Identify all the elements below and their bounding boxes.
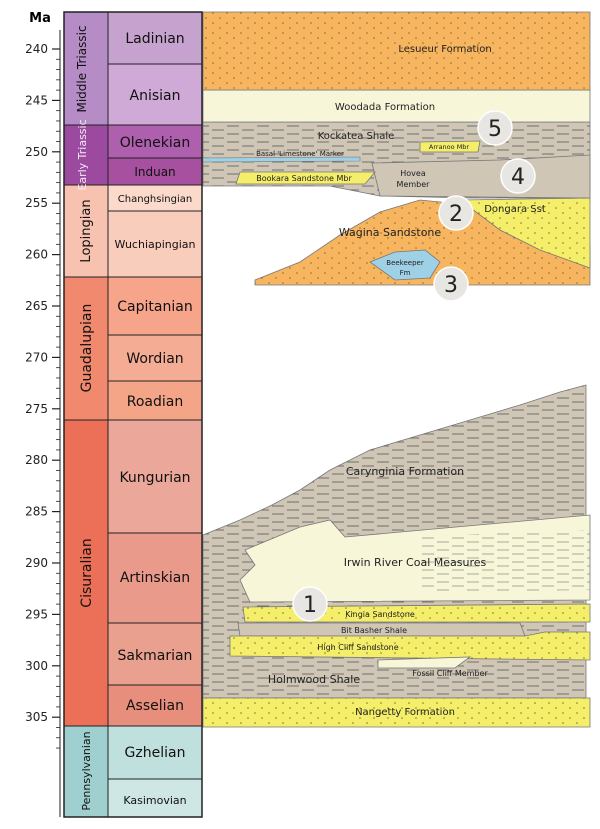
fossil-cliff-member [377, 656, 472, 669]
series-early-triassic [63, 124, 109, 186]
label-kockatea: Kockatea Shale [318, 131, 395, 142]
stage-wuchiapingian [107, 210, 203, 278]
stage-label-induan: Induan [134, 165, 175, 179]
axis-tick-label: 300 [25, 659, 48, 673]
arranoo-member [419, 140, 481, 153]
stage-label-changhsingian: Changhsingian [118, 194, 192, 205]
stage-label-gzhelian: Gzhelian [125, 745, 186, 761]
label-beekeeper-2: Fm [400, 269, 411, 277]
stage-roadian [107, 380, 203, 421]
stage-changhsingian [107, 184, 203, 212]
label-fossil-cliff: Fossil Cliff Member [412, 669, 488, 678]
stage-label-ladinian: Ladinian [125, 31, 184, 47]
series-label-middle-triassic: Middle Triassic [75, 25, 89, 112]
svg-text:5: 5 [488, 117, 502, 142]
label-beekeeper-1: Beekeeper [386, 259, 424, 267]
axis-tick-label: 270 [25, 350, 48, 364]
marker-2: 2 [438, 195, 474, 231]
axis-tick-label: 240 [25, 42, 48, 56]
hovea-member [371, 154, 591, 199]
axis-tick-label: 255 [25, 196, 48, 210]
formation-panel: Lesueur Formation Woodada Formation Kock… [202, 11, 591, 728]
axis-tick-label: 275 [25, 402, 48, 416]
label-nangetty: Nangetty Formation [355, 707, 455, 718]
stage-induan [107, 157, 203, 186]
stage-label-asselian: Asselian [126, 698, 184, 714]
svg-text:4: 4 [511, 165, 525, 190]
stage-label-sakmarian: Sakmarian [118, 648, 193, 664]
stage-label-wuchiapingian: Wuchiapingian [114, 238, 195, 251]
label-woodada: Woodada Formation [335, 102, 435, 113]
axis-label: Ma [29, 11, 51, 26]
stage-gzhelian [107, 725, 203, 780]
stage-label-kungurian: Kungurian [119, 470, 190, 486]
stage-label-kasimovian: Kasimovian [123, 794, 186, 807]
label-bookara: Bookara Sandstone Mbr [256, 174, 352, 183]
marker-1: 1 [292, 586, 328, 622]
marker-5: 5 [477, 110, 513, 146]
label-hovea-1: Hovea [400, 169, 426, 178]
axis-tick-label: 245 [25, 93, 48, 107]
label-high-cliff: High Cliff Sandstone [317, 643, 398, 652]
svg-text:1: 1 [303, 593, 317, 618]
stage-column: Ladinian Anisian Olenekian Induan Changh… [107, 11, 203, 818]
series-middle-triassic [63, 11, 109, 126]
axis-tick-label: 250 [25, 145, 48, 159]
series-column: Middle Triassic Early Triassic Lopingian… [63, 11, 109, 818]
irwin-texture [420, 530, 590, 592]
stage-asselian [107, 684, 203, 727]
stage-label-roadian: Roadian [127, 394, 183, 410]
series-label-cisuralian: Cisuralian [79, 538, 95, 607]
label-holmwood: Holmwood Shale [268, 673, 360, 686]
age-axis: Ma 240 245 250 255 260 265 270 275 280 285 290 295 30… [25, 11, 61, 817]
svg-text:2: 2 [449, 202, 463, 227]
label-wagina: Wagina Sandstone [339, 226, 442, 239]
bookara-sandstone-member [235, 171, 376, 185]
label-basal-marker: Basal 'Limestone' Marker [256, 150, 344, 158]
axis-tick-label: 295 [25, 607, 48, 621]
series-label-guadalupian: Guadalupian [79, 304, 95, 393]
series-label-pennsylvanian: Pennsylvanian [80, 731, 93, 810]
label-carynginia: Carynginia Formation [346, 465, 464, 478]
label-arranoo: Arranoo Mbr [429, 143, 470, 151]
stage-capitanian [107, 276, 203, 336]
series-cisuralian [63, 419, 109, 727]
label-kingia: Kingia Sandstone [345, 610, 415, 619]
stage-label-artinskian: Artinskian [120, 570, 190, 586]
basal-limestone-marker [202, 156, 361, 163]
stage-label-wordian: Wordian [126, 351, 183, 367]
label-lesueur: Lesueur Formation [398, 44, 491, 55]
stage-label-olenekian: Olenekian [120, 135, 190, 151]
marker-4: 4 [500, 158, 536, 194]
stage-ladinian [107, 11, 203, 65]
marker-3: 3 [433, 266, 469, 302]
axis-tick-label: 285 [25, 505, 48, 519]
series-label-lopingian: Lopingian [79, 199, 94, 262]
axis-tick-label: 265 [25, 299, 48, 313]
axis-tick-label: 305 [25, 710, 48, 724]
label-dongara: Dongara Sst [484, 204, 546, 215]
beekeeper-formation [369, 249, 441, 281]
stage-label-anisian: Anisian [130, 88, 181, 104]
stage-wordian [107, 334, 203, 382]
label-irwin: Irwin River Coal Measures [344, 556, 487, 569]
axis-tick-label: 280 [25, 453, 48, 467]
stage-label-capitanian: Capitanian [117, 299, 192, 315]
axis-tick-label: 290 [25, 556, 48, 570]
axis-tick-label: 260 [25, 248, 48, 262]
label-bit-basher: Bit Basher Shale [341, 626, 407, 635]
svg-text:3: 3 [444, 273, 458, 298]
series-guadalupian [63, 276, 109, 421]
series-lopingian [63, 184, 109, 278]
series-label-early-triassic: Early Triassic [76, 119, 89, 190]
chart-frame [63, 11, 203, 818]
label-hovea-2: Member [397, 180, 431, 189]
